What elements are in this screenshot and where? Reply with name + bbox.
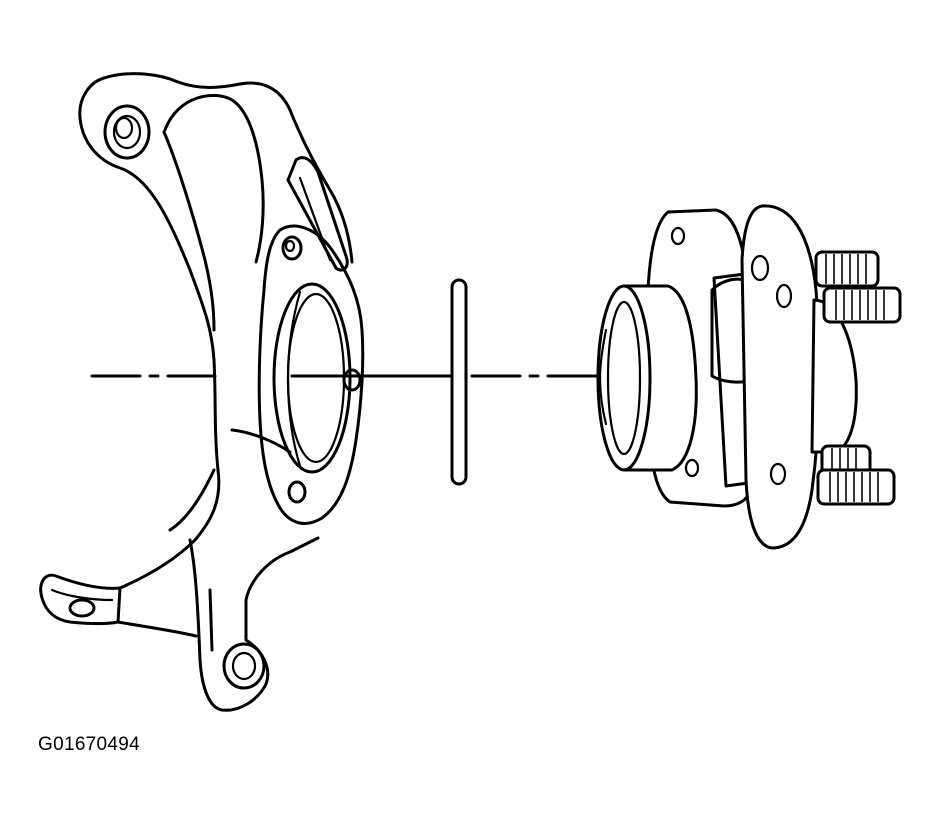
wheel-stud <box>822 286 902 324</box>
figure-code-label: G01670494 <box>38 734 141 755</box>
wheel-stud <box>814 250 880 288</box>
wheel-stud <box>816 468 896 506</box>
seal-ring <box>450 278 468 486</box>
steering-knuckle <box>39 72 365 712</box>
hub-bearing-assembly <box>596 204 902 550</box>
